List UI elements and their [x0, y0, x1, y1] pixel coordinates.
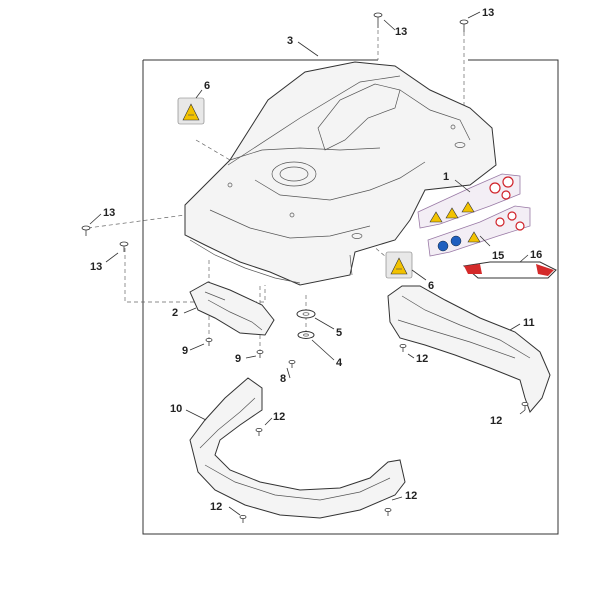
screw-12-front-left: [239, 515, 247, 523]
callout-6-top: 6: [204, 80, 210, 92]
callout-9-left: 9: [182, 345, 188, 357]
bracket-part: [189, 281, 275, 336]
screw-13-top-right: [459, 19, 469, 32]
screws: [81, 12, 529, 523]
screw-9-right: [256, 349, 264, 358]
assembly-frame: [142, 59, 559, 535]
leader-lines: [89, 11, 529, 516]
screw-13-left-upper: [81, 225, 91, 236]
callout-13-top-left: 13: [395, 26, 407, 38]
callout-13-left-lower: 13: [90, 261, 102, 273]
callout-6-bottom: 6: [428, 280, 434, 292]
screw-13-top-left: [373, 12, 383, 28]
callout-9-right: 9: [235, 353, 241, 365]
warning-label-6-bottom: [385, 251, 413, 279]
callout-4: 4: [336, 357, 343, 369]
callout-2: 2: [172, 307, 178, 319]
callout-10: 10: [170, 403, 182, 415]
washer-part-4: [297, 331, 315, 339]
screw-12-front-right: [384, 507, 392, 516]
callout-15: 15: [492, 250, 504, 262]
callout-12-front-top: 12: [273, 411, 285, 423]
callout-numbers: 3 13 13 13 13 6 6 1 15 16 2 5 4 8 9 9 11…: [90, 7, 542, 513]
callout-13-top-right: 13: [482, 7, 494, 19]
washer-part-5: [296, 309, 316, 319]
callout-12-front-left: 12: [210, 501, 222, 513]
screw-9-left: [205, 337, 213, 346]
callout-1: 1: [443, 171, 449, 183]
warning-label-6-top: [177, 97, 205, 125]
callout-13-left-upper: 13: [103, 207, 115, 219]
callout-12-front-right: 12: [405, 490, 417, 502]
callout-5: 5: [336, 327, 342, 339]
callout-11: 11: [523, 317, 535, 329]
safety-sticker-15: [427, 205, 531, 257]
right-bumper-part: [387, 285, 551, 413]
screw-13-left-lower: [119, 241, 129, 252]
safety-sticker-1: [417, 173, 521, 229]
screw-8: [288, 359, 296, 368]
screw-12-bumper-right-top: [399, 343, 407, 352]
top-cover-part: [184, 61, 497, 286]
screw-12-bumper-right-bottom: [521, 401, 529, 410]
reflector-strip-part: [462, 261, 557, 279]
callout-12-bumper-right-bottom: 12: [490, 415, 502, 427]
callout-3: 3: [287, 35, 293, 47]
callout-8: 8: [280, 373, 286, 385]
screw-12-front-top: [255, 427, 263, 436]
front-bumper-part: [189, 377, 406, 519]
callout-16: 16: [530, 249, 542, 261]
callout-12-bumper-right-top: 12: [416, 353, 428, 365]
